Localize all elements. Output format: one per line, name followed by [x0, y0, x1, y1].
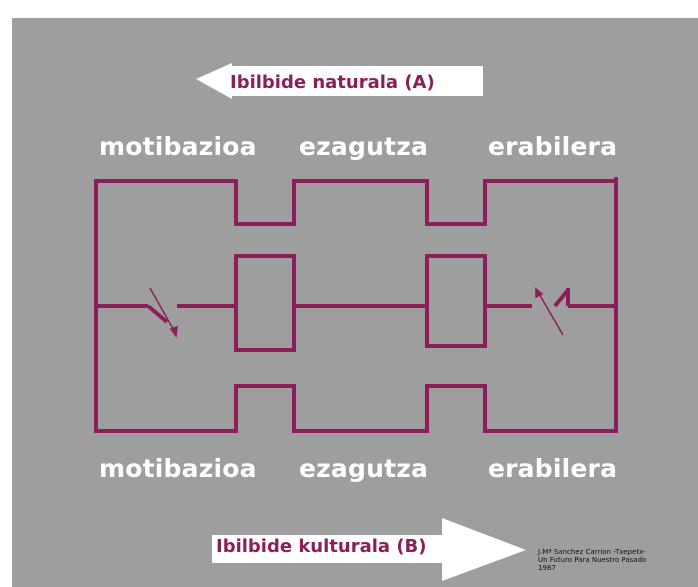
left-switch-arrow [149, 287, 177, 335]
stage-bottom-usage: erabilera [488, 454, 618, 483]
diagram-background [12, 18, 698, 587]
natural-path-arrow [196, 63, 483, 99]
right-switch-arrowhead [535, 287, 544, 299]
stage-top-usage: erabilera [488, 132, 618, 161]
stage-top-motivation: motibazioa [99, 132, 257, 161]
credit-author: J.Mª Sanchez Carrion -Txepetx- [538, 548, 646, 556]
cultural-path-arrow [212, 518, 526, 581]
right-switch-arrow [537, 291, 564, 336]
credit-title: Un Futuro Para Nuestro Pasado [538, 556, 647, 564]
left-switch-blade [146, 304, 169, 324]
credit-year: 1987 [538, 564, 556, 572]
natural-path-label: Ibilbide naturala (A) [230, 72, 435, 93]
left-switch-arrowhead [169, 325, 178, 339]
right-switch-blade [553, 288, 570, 308]
stage-top-knowledge: ezagutza [299, 132, 429, 161]
top-wire [96, 179, 616, 226]
stage-bottom-knowledge: ezagutza [299, 454, 429, 483]
cultural-path-label: Ibilbide kulturala (B) [216, 536, 427, 557]
source-credit: J.Mª Sanchez Carrion -Txepetx- Un Futuro… [538, 548, 698, 572]
left-component-box [234, 254, 296, 352]
bottom-wire [96, 384, 616, 433]
right-component-box [425, 254, 487, 348]
stage-bottom-motivation: motibazioa [99, 454, 257, 483]
